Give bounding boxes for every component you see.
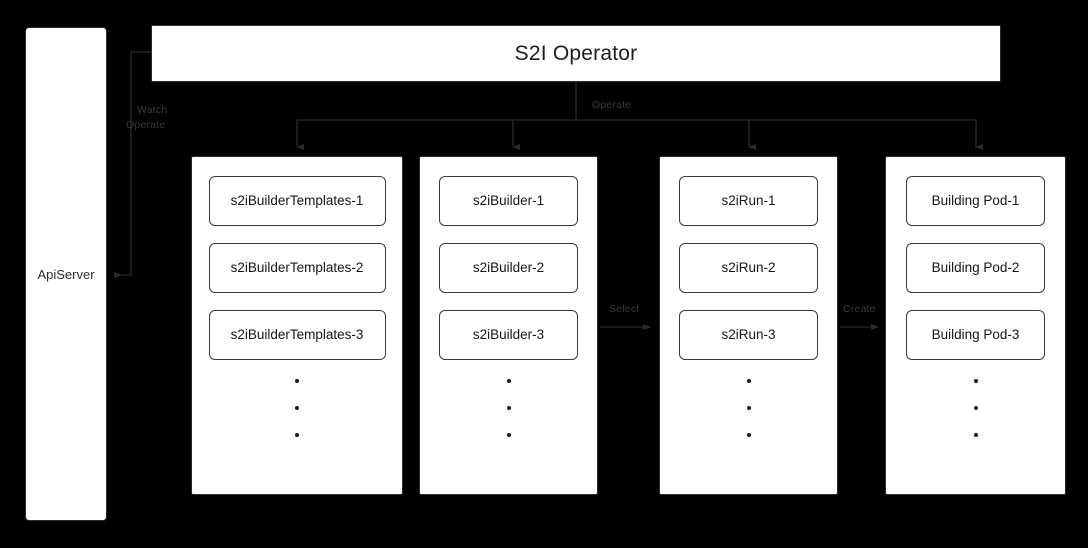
ellipsis-dot — [295, 406, 299, 410]
edge-operator-bus — [296, 82, 983, 150]
ellipsis-dot — [506, 406, 511, 410]
resource-box[interactable]: s2iRun-3 — [679, 310, 818, 360]
resource-box[interactable]: s2iBuilder-1 — [439, 176, 578, 226]
apiserver-label: ApiServer — [37, 266, 95, 282]
resource-box[interactable]: s2iBuilder-2 — [439, 243, 578, 293]
ellipsis-dot — [973, 406, 978, 410]
ellipsis-dot — [295, 433, 299, 437]
s2i-operator-panel[interactable]: S2I Operator — [151, 25, 1001, 82]
group-s2ibuildertemplates[interactable]: s2iBuilderTemplates-1 s2iBuilderTemplate… — [191, 156, 403, 495]
ellipsis-dot — [506, 433, 511, 437]
resource-box[interactable]: s2iBuilderTemplates-1 — [208, 176, 386, 226]
ellipsis-dot — [746, 379, 751, 383]
ellipsis-dot — [973, 433, 978, 437]
resource-box[interactable]: Building Pod-1 — [906, 176, 1045, 226]
vertical-ellipsis — [746, 379, 751, 460]
resource-box[interactable]: s2iBuilder-3 — [439, 310, 578, 360]
group-s2irun[interactable]: s2iRun-1 s2iRun-2 s2iRun-3 — [659, 156, 838, 495]
vertical-ellipsis — [295, 379, 299, 460]
group-building-pod[interactable]: Building Pod-1 Building Pod-2 Building P… — [885, 156, 1066, 495]
s2i-operator-title: S2I Operator — [514, 41, 638, 65]
ellipsis-dot — [295, 379, 299, 383]
edge-label-create: Create — [843, 303, 876, 315]
apiserver-panel[interactable]: ApiServer — [25, 27, 107, 521]
edge-label-select: Select — [609, 303, 640, 315]
ellipsis-dot — [746, 406, 751, 410]
edge-operator-to-apiserver — [114, 51, 151, 278]
resource-box[interactable]: s2iRun-1 — [679, 176, 818, 226]
resource-box[interactable]: Building Pod-3 — [906, 310, 1045, 360]
ellipsis-dot — [746, 433, 751, 437]
vertical-ellipsis — [973, 379, 978, 460]
ellipsis-dot — [506, 379, 511, 383]
resource-box[interactable]: s2iBuilderTemplates-3 — [208, 310, 386, 360]
resource-box[interactable]: Building Pod-2 — [906, 243, 1045, 293]
resource-box[interactable]: s2iBuilderTemplates-2 — [208, 243, 386, 293]
edge-label-watch: Watch — [137, 104, 168, 116]
vertical-ellipsis — [506, 379, 511, 460]
resource-box[interactable]: s2iRun-2 — [679, 243, 818, 293]
edge-label-operate-left: Operate — [126, 119, 166, 131]
ellipsis-dot — [973, 379, 978, 383]
edge-label-operate: Operate — [592, 99, 632, 111]
group-s2ibuilder[interactable]: s2iBuilder-1 s2iBuilder-2 s2iBuilder-3 — [419, 156, 598, 495]
